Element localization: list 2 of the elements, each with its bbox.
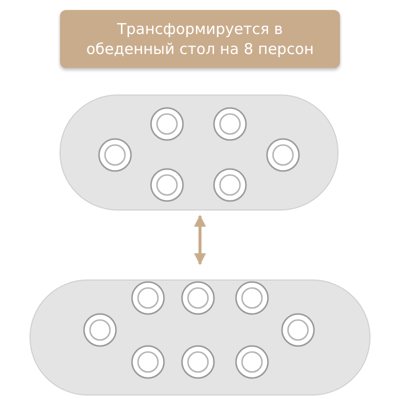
title-banner: Трансформируется в обеденный стол на 8 персон bbox=[60, 10, 340, 68]
double-arrow bbox=[194, 214, 206, 266]
